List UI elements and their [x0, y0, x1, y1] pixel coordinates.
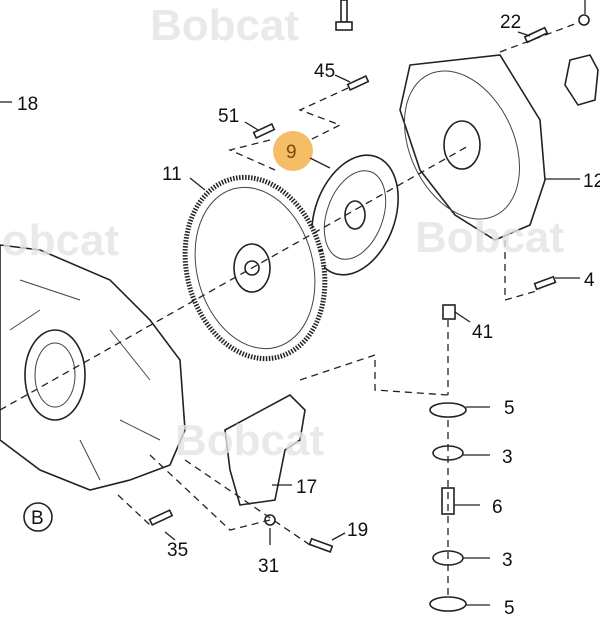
watermark: Bobcat: [150, 1, 299, 50]
callout-5-top[interactable]: 5: [504, 398, 515, 419]
callout-31[interactable]: 31: [258, 556, 279, 577]
callout-41[interactable]: 41: [472, 322, 493, 343]
callout-35[interactable]: 35: [167, 540, 188, 561]
callout-19[interactable]: 19: [347, 520, 368, 541]
bolt-19: [308, 532, 346, 553]
callout-12[interactable]: 12: [583, 171, 600, 192]
callout-45[interactable]: 45: [314, 61, 335, 82]
callout-6[interactable]: 6: [492, 497, 503, 518]
sleeve-6: [441, 487, 480, 515]
mount-3-bottom: [432, 550, 490, 566]
bolt-35: [148, 509, 176, 541]
mount-5-top: [429, 402, 490, 418]
callout-22[interactable]: 22: [500, 12, 521, 33]
mount-5-bottom: [429, 596, 490, 612]
callout-42[interactable]: 4: [584, 270, 595, 291]
highlight-marker: [273, 131, 313, 171]
callout-5-bottom[interactable]: 5: [504, 598, 515, 619]
watermark: Bobcat: [0, 216, 119, 265]
flywheel-housing: [0, 244, 186, 491]
watermark: Bobcat: [175, 416, 324, 465]
callout-3-bottom[interactable]: 3: [502, 550, 513, 571]
callout-9[interactable]: 9: [286, 142, 297, 163]
pin-22: [499, 0, 590, 53]
view-marker-b[interactable]: [23, 502, 53, 532]
bolt-45: [298, 74, 370, 141]
coupling-part: [564, 54, 599, 106]
view-marker-b-label: B: [31, 508, 44, 529]
bolt-42: [533, 275, 580, 291]
callout-11[interactable]: 11: [162, 164, 182, 185]
watermark: Bobcat: [415, 213, 564, 262]
nut-41: [299, 304, 471, 396]
bracket-17: [224, 394, 306, 506]
drive-plate-9[interactable]: [296, 143, 414, 287]
washer-31: [264, 514, 276, 545]
mount-3-top: [432, 445, 490, 461]
bolt-37: [335, 0, 353, 31]
flywheel-11[interactable]: [166, 162, 345, 375]
callout-51[interactable]: 51: [218, 106, 239, 127]
callout-18[interactable]: 18: [17, 94, 38, 115]
callout-3-top[interactable]: 3: [502, 447, 513, 468]
bolt-51: [228, 121, 276, 171]
callout-17[interactable]: 17: [296, 477, 317, 498]
flywheel-housing-12[interactable]: [382, 52, 546, 241]
